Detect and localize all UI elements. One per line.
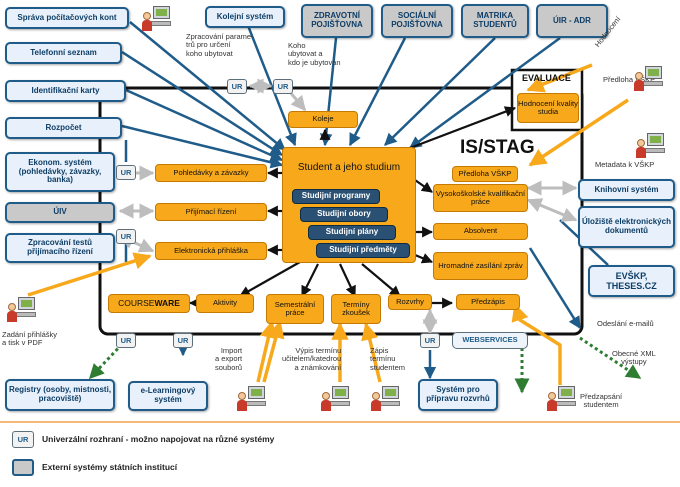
ext-uloziste-dokumentu[interactable]: Úložiště elektronických dokumentů: [578, 206, 675, 248]
legend-ur-text: Univerzální rozhraní - možno napojovat n…: [42, 434, 275, 444]
user-icon: [237, 384, 268, 412]
is-stag-title: IS/STAG: [460, 137, 535, 158]
module-predloha-vskp[interactable]: Předloha VŠKP: [452, 166, 518, 182]
label-predloha-vskp: Předloha VŠKP: [603, 75, 656, 84]
evaluace-title: EVALUACE: [522, 73, 571, 83]
studijni-predmety[interactable]: Studijní předměty: [316, 243, 410, 258]
ext-zpracovani-testu[interactable]: Zpracování testů přijímacího řízení: [5, 233, 115, 263]
courseware-suffix: WARE: [154, 297, 180, 308]
student-center-label: Student a jeho studium: [297, 162, 401, 173]
ext-sprava-pocitacovych-kont[interactable]: Správa počítačových kont: [5, 7, 129, 29]
gov-matrika-studentu[interactable]: MATRIKA STUDENTŮ: [461, 4, 529, 38]
webservices[interactable]: WEBSERVICES: [452, 332, 528, 349]
ur-badge[interactable]: UR: [116, 333, 136, 348]
module-hromadne-zasilani[interactable]: Hromadné zasílání zpráv: [433, 252, 528, 280]
module-absolvent[interactable]: Absolvent: [433, 223, 528, 240]
ur-badge[interactable]: UR: [116, 229, 136, 244]
module-vskp[interactable]: Vysokoškolské kvalifikační práce: [433, 184, 528, 212]
ext-knihovni-system[interactable]: Knihovní systém: [578, 179, 675, 201]
gov-zdravotni-pojistovna[interactable]: ZDRAVOTNÍ POJIŠŤOVNA: [301, 4, 373, 38]
module-semestralni-prace[interactable]: Semestrální práce: [266, 294, 324, 324]
label-metadata: Metadata k VŠKP: [595, 160, 655, 169]
legend-ur-sample: UR: [12, 431, 34, 448]
ur-badge[interactable]: UR: [173, 333, 193, 348]
module-koleje[interactable]: Koleje: [288, 111, 358, 128]
ur-badge[interactable]: UR: [116, 165, 136, 180]
studijni-plany[interactable]: Studijní plány: [308, 225, 396, 240]
label-koho-ubytovat: Koho ubytovat a kdo je ubytován: [288, 41, 341, 67]
label-import-export: Import a export souborů: [215, 346, 243, 372]
label-zapis-terminu: Zápis termínu studentem: [370, 346, 406, 372]
ur-badge[interactable]: UR: [227, 79, 247, 94]
legend-gov-sample: [12, 459, 34, 476]
module-terminy-zkousek[interactable]: Termíny zkoušek: [331, 294, 381, 324]
ext-registry[interactable]: Registry (osoby, mistnosti, pracoviště): [5, 379, 115, 411]
ext-identifikacni-karty[interactable]: Identifikační karty: [5, 80, 126, 102]
ext-kolejni-system[interactable]: Kolejní systém: [205, 6, 285, 28]
label-zpracovani-parametru: Zpracování parame- trů pro určení koho u…: [186, 32, 254, 58]
ur-badge[interactable]: UR: [273, 79, 293, 94]
gov-uiv[interactable]: ÚIV: [5, 202, 115, 223]
user-icon: [371, 384, 402, 412]
module-elektronicka-prihlaska[interactable]: Elektronická přihláška: [155, 242, 267, 260]
module-prijimaci-rizeni[interactable]: Přijímací řízení: [155, 203, 267, 221]
ext-evskp-theses[interactable]: EVŠKP, THESES.CZ: [588, 265, 675, 297]
user-icon: [634, 64, 665, 92]
user-icon: [7, 295, 38, 323]
user-icon: [321, 384, 352, 412]
module-predzapis[interactable]: Předzápis: [456, 294, 520, 310]
ext-system-priprava-rozvrhu[interactable]: Systém pro přípravu rozvrhů: [418, 379, 498, 411]
gov-uir-adr[interactable]: ÚIR - ADR: [536, 4, 608, 38]
user-icon: [547, 384, 578, 412]
user-icon: [636, 131, 667, 159]
label-vypis-terminu: Výpis termínu učitelem/katedrou a známko…: [282, 346, 342, 372]
module-aktivity[interactable]: Aktivity: [196, 294, 254, 313]
module-rozvrhy[interactable]: Rozvrhy: [388, 294, 432, 310]
ur-badge[interactable]: UR: [420, 333, 440, 348]
ext-ekonom-system[interactable]: Ekonom. systém (pohledávky, závazky, ban…: [5, 152, 115, 192]
label-predzapsani: Předzapsání studentem: [580, 392, 623, 410]
label-obecne-xml: Obecné XML výstupy: [612, 349, 656, 367]
gov-socialni-pojistovna[interactable]: SOCIÁLNÍ POJIŠŤOVNA: [381, 4, 453, 38]
ext-e-learningovy-system[interactable]: e-Learningový systém: [128, 381, 208, 411]
legend-gov-text: Externí systémy státních institucí: [42, 462, 178, 472]
module-hodnoceni[interactable]: Hodnocení kvality studia: [517, 93, 579, 123]
studijni-programy[interactable]: Studijní programy: [292, 189, 380, 204]
module-pohledavky[interactable]: Pohledávky a závazky: [155, 164, 267, 182]
user-icon: [142, 4, 173, 32]
label-odeslani-emailu: Odeslání e-mailů: [597, 319, 654, 328]
ext-telefonni-seznam[interactable]: Telefonní seznam: [5, 42, 122, 64]
label-zadani-prihlasky: Zadání přihlášky a tisk v PDF: [2, 330, 58, 348]
courseware-prefix: COURSE: [118, 297, 155, 308]
studijni-obory[interactable]: Studijní obory: [300, 207, 388, 222]
ext-rozpocet[interactable]: Rozpočet: [5, 117, 122, 139]
